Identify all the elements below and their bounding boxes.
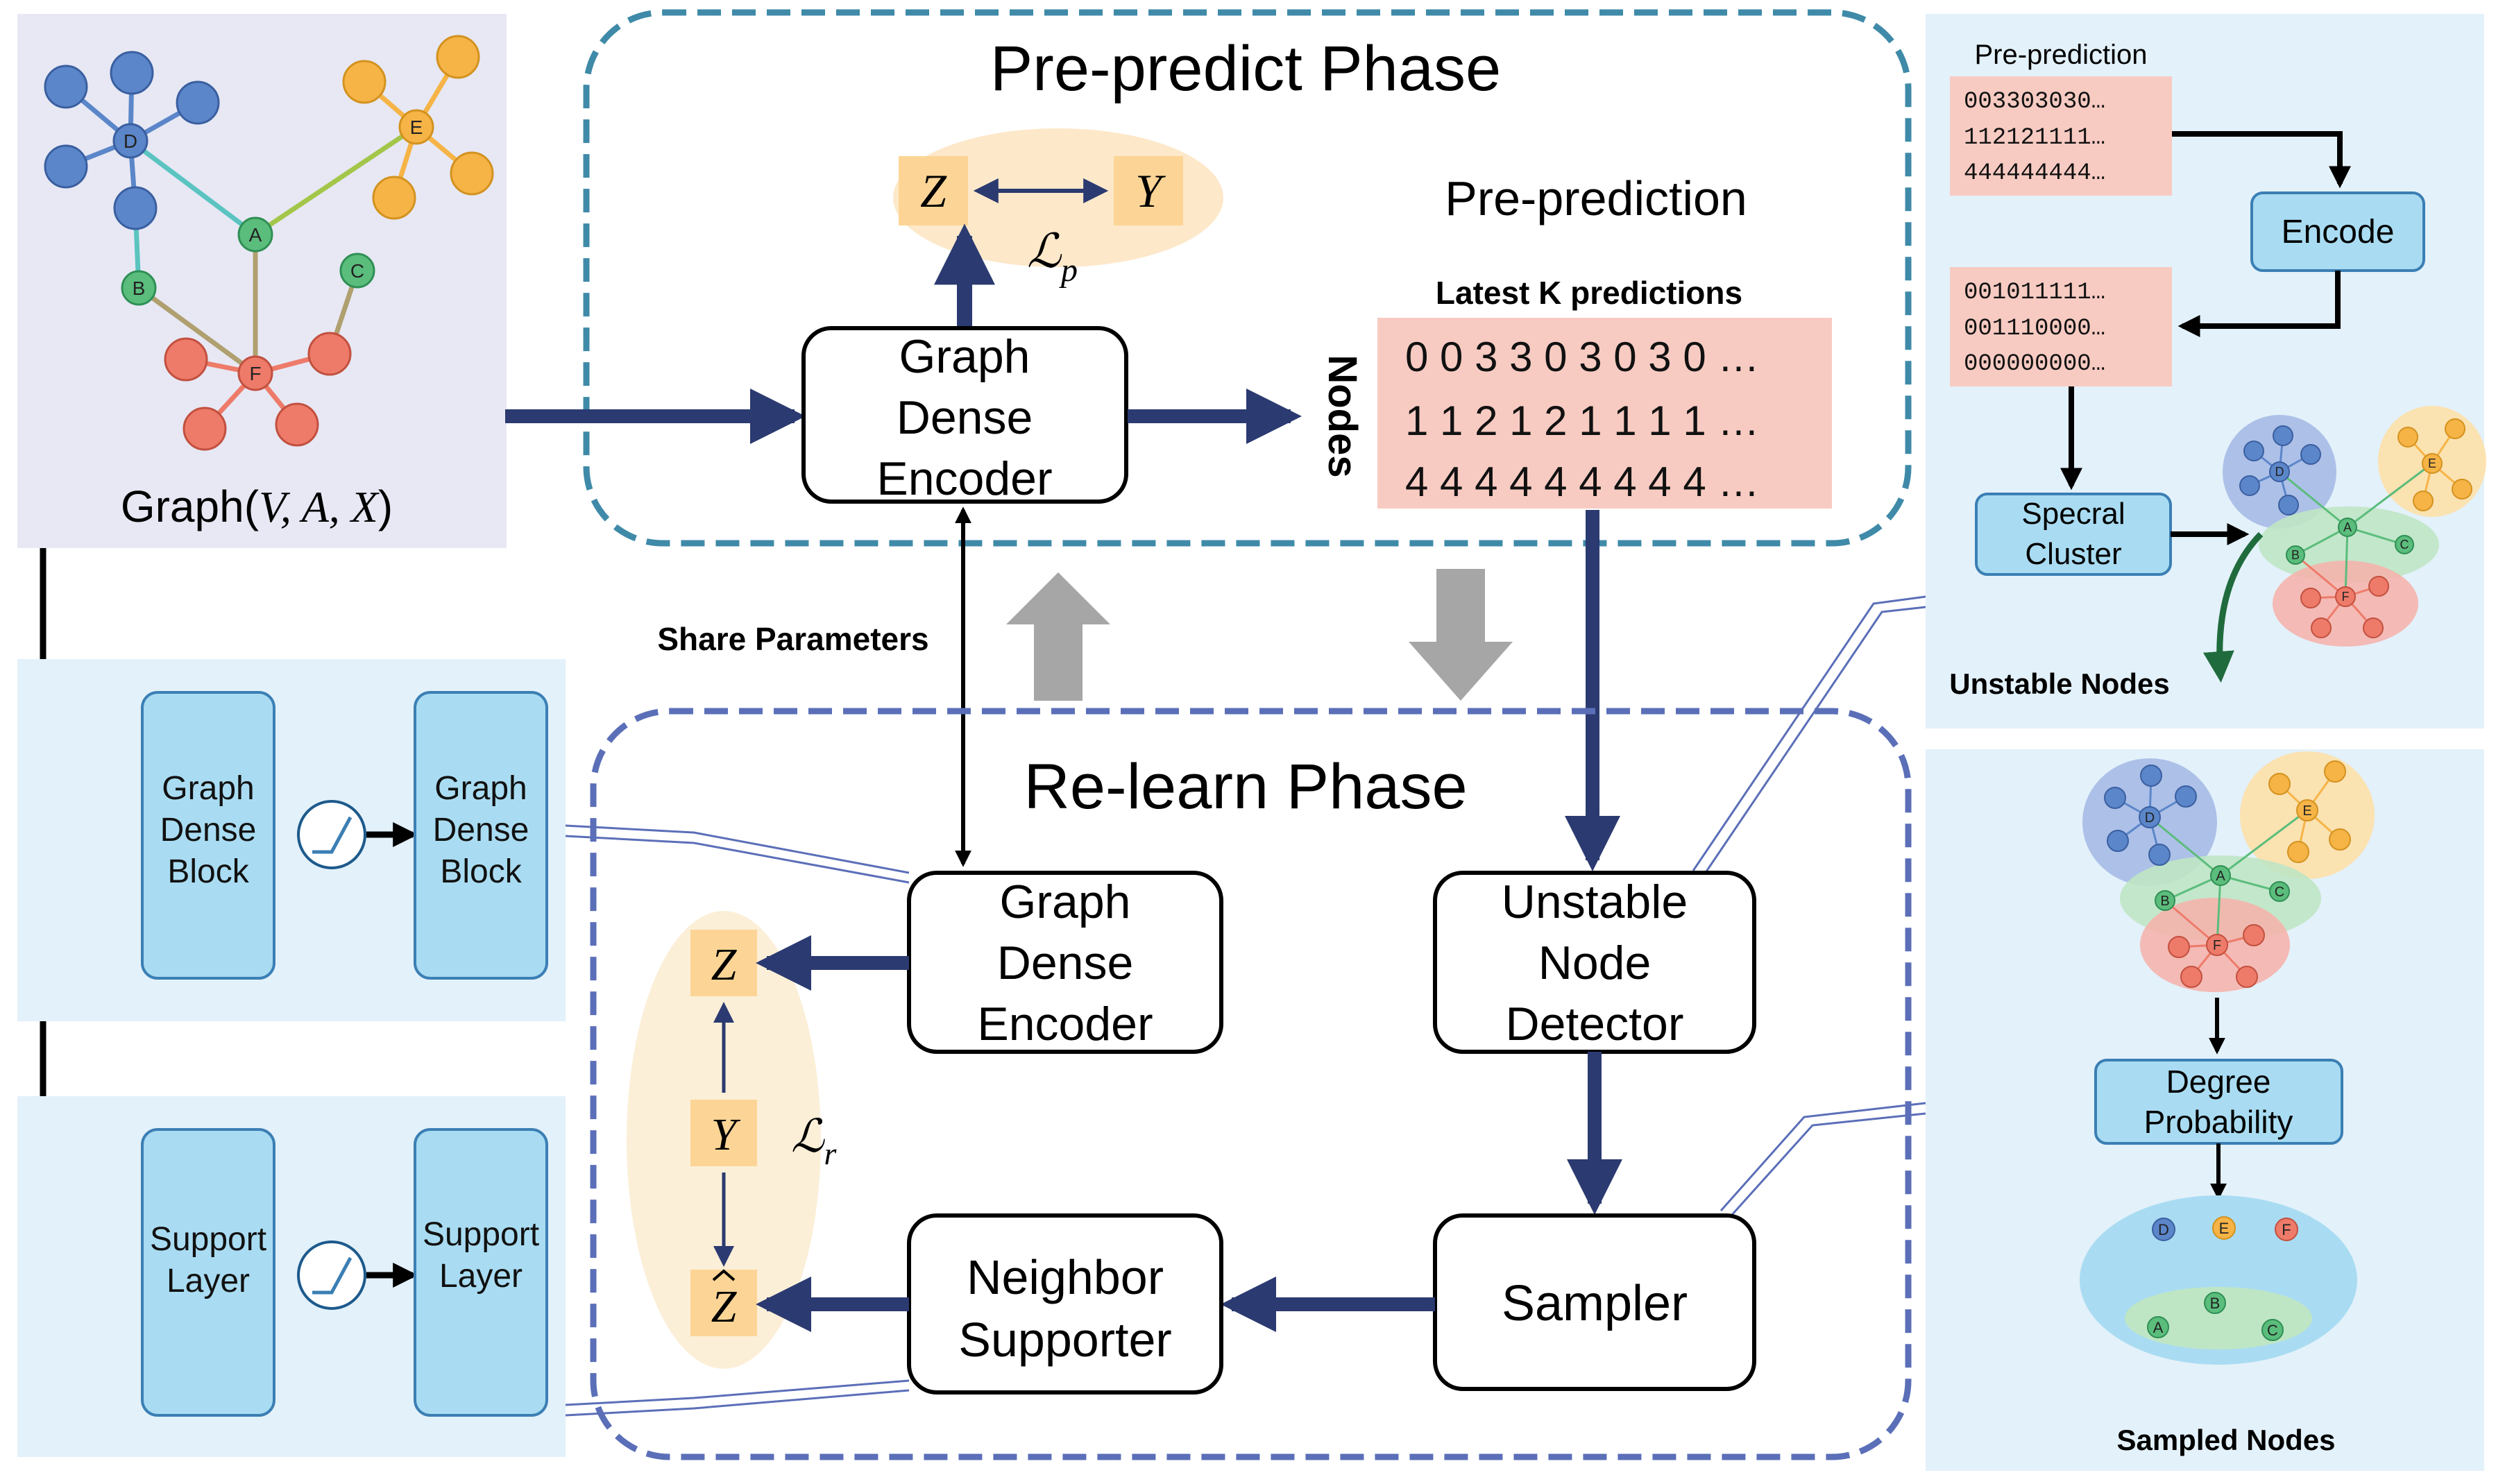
unstable-nodes-label: Unstable Nodes <box>1949 667 2169 700</box>
encode-button: Encode <box>2250 191 2425 272</box>
svg-text:B: B <box>2210 1295 2221 1312</box>
activation-icon <box>297 1240 366 1310</box>
encoded-row-1: 001011111… <box>1964 280 2105 306</box>
relearn-zhat-box <box>690 1270 757 1336</box>
prediction-row-3: 4 4 4 4 4 4 4 4 4 … <box>1405 459 1759 505</box>
right-pred-row-1: 003303030… <box>1964 89 2105 115</box>
node-label-e: E <box>410 117 423 138</box>
svg-text:F: F <box>2342 590 2350 604</box>
svg-text:B: B <box>2291 548 2300 562</box>
preprediction-label: Pre-prediction <box>1445 171 1747 225</box>
share-parameters-label: Share Parameters <box>657 621 928 657</box>
prediction-row-1: 0 0 3 3 0 3 0 3 0 … <box>1405 334 1759 380</box>
prediction-row-2: 1 1 2 1 2 1 1 1 1 … <box>1405 398 1759 444</box>
input-graph: D E A B C F <box>44 35 494 451</box>
to-encode-arrow <box>2172 131 2351 189</box>
encoded-row-3: 000000000… <box>1964 351 2105 377</box>
node-label-c: C <box>350 260 364 282</box>
prepredict-y-box <box>1114 156 1183 225</box>
right-pred-row-2: 112121111… <box>1964 125 2105 151</box>
node-label-b: B <box>133 278 146 299</box>
svg-text:E: E <box>2428 457 2436 470</box>
encoded-row-2: 001110000… <box>1964 316 2105 342</box>
relearn-y: Y <box>711 1109 741 1160</box>
svg-text:E: E <box>2302 803 2311 819</box>
svg-text:F: F <box>2213 938 2221 953</box>
sampling-graph: D E A B C F <box>2082 751 2375 992</box>
svg-text:D: D <box>2145 810 2155 826</box>
svg-text:A: A <box>2216 869 2225 884</box>
prepredict-z-box <box>899 156 968 225</box>
encode-to-matrix-arrow <box>2177 271 2341 337</box>
svg-text:A: A <box>2343 520 2352 534</box>
clustered-graph: D E A B C F <box>2223 406 2486 647</box>
prepredict-phase-box <box>583 9 1912 547</box>
zhat-hat-mark <box>712 1269 736 1281</box>
relearn-loss: ℒr <box>791 1111 838 1171</box>
svg-text:E: E <box>2219 1220 2230 1237</box>
encoded-matrix <box>1950 267 2172 386</box>
relearn-z: Z <box>711 939 738 990</box>
latest-k-label: Latest K predictions <box>1436 275 1742 311</box>
predictions-matrix <box>1377 318 1832 509</box>
graph-input-label: Graph(V, A, X) <box>121 481 393 531</box>
svg-text:Encode: Encode <box>2282 214 2395 250</box>
activation-icon <box>297 800 366 869</box>
gray-up-arrow <box>1006 572 1110 701</box>
prepredict-phase-title: Pre-predict Phase <box>990 33 1501 104</box>
relearn-phase-title: Re-learn Phase <box>1024 751 1467 822</box>
node-label-d: D <box>124 130 137 152</box>
node-label-a: A <box>249 224 262 246</box>
relearn-y-box <box>690 1100 757 1166</box>
gray-down-arrow <box>1409 569 1513 701</box>
prepredict-z: Z <box>920 164 947 217</box>
input-graph-panel <box>17 14 507 548</box>
relearn-z-box <box>690 930 757 996</box>
svg-text:C: C <box>2400 538 2409 552</box>
right-preprediction-matrix <box>1950 76 2172 196</box>
svg-text:C: C <box>2275 885 2284 900</box>
right-pred-row-3: 444444444… <box>1964 160 2105 187</box>
unstable-nodes-arrow <box>2202 531 2264 683</box>
svg-text:Sampler: Sampler <box>1502 1276 1688 1331</box>
svg-text:F: F <box>2282 1221 2291 1238</box>
prepredict-loss: ℒp <box>1027 225 1078 289</box>
svg-text:D: D <box>2275 465 2284 479</box>
nodes-axis-label: Nodes <box>1320 355 1365 477</box>
svg-text:B: B <box>2160 894 2169 909</box>
zoom-connectors <box>565 595 1926 1417</box>
prepredict-y: Y <box>1135 164 1166 217</box>
sampled-nodes-label: Sampled Nodes <box>2116 1424 2335 1456</box>
svg-text:D: D <box>2158 1221 2169 1238</box>
relearn-zhat: Z <box>711 1281 738 1332</box>
sampled-nodes-graph: D E F A B C <box>2080 1195 2357 1365</box>
svg-text:C: C <box>2267 1322 2278 1339</box>
sampler-box: Sampler <box>1433 1213 1756 1391</box>
node-label-f: F <box>249 363 261 384</box>
svg-text:A: A <box>2153 1319 2164 1336</box>
right-preprediction-title: Pre-prediction <box>1974 40 2147 70</box>
relearn-phase-box <box>590 708 1912 1460</box>
